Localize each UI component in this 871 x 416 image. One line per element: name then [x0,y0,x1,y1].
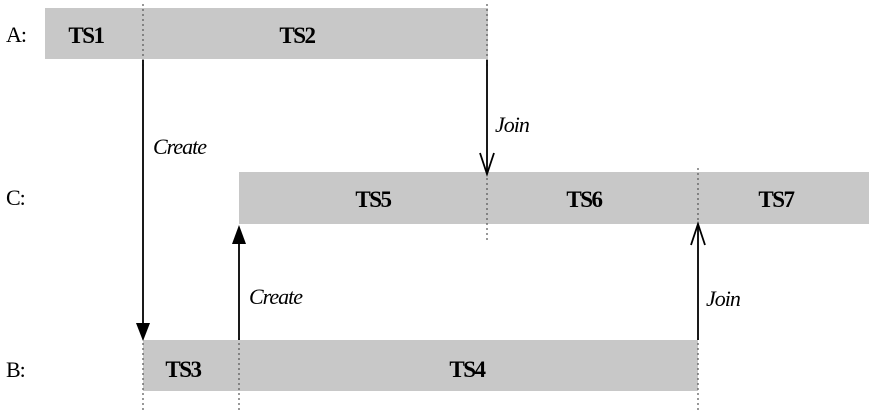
row-label-a: A: [6,22,26,47]
arrow-down-icon [136,323,150,341]
segment-ts3: TS3 [165,357,201,382]
join-label-b-to-c: Join [706,286,741,311]
row-label-c: C: [6,185,25,210]
segment-ts7: TS7 [758,187,794,212]
row-label-b: B: [6,357,25,382]
arrow-up-icon [232,225,246,244]
bar-thread-a [45,8,488,59]
join-label-a-to-c: Join [495,112,530,137]
segment-ts6: TS6 [566,187,602,212]
bar-thread-b [143,340,698,391]
segment-ts5: TS5 [355,187,391,212]
arrow-down-open-icon [479,152,495,177]
join-arrow-b-to-c [690,221,706,340]
segment-ts4: TS4 [449,357,486,382]
create-arrow-a-to-b [136,60,150,341]
create-label-a-to-b: Create [153,134,207,159]
create-arrow-b-to-c [232,225,246,340]
join-arrow-a-to-c [479,60,495,177]
segment-ts2: TS2 [279,23,315,48]
arrow-up-open-icon [690,221,706,246]
create-label-b-to-c: Create [249,284,303,309]
bar-thread-c [239,172,869,224]
segment-ts1: TS1 [68,23,104,48]
